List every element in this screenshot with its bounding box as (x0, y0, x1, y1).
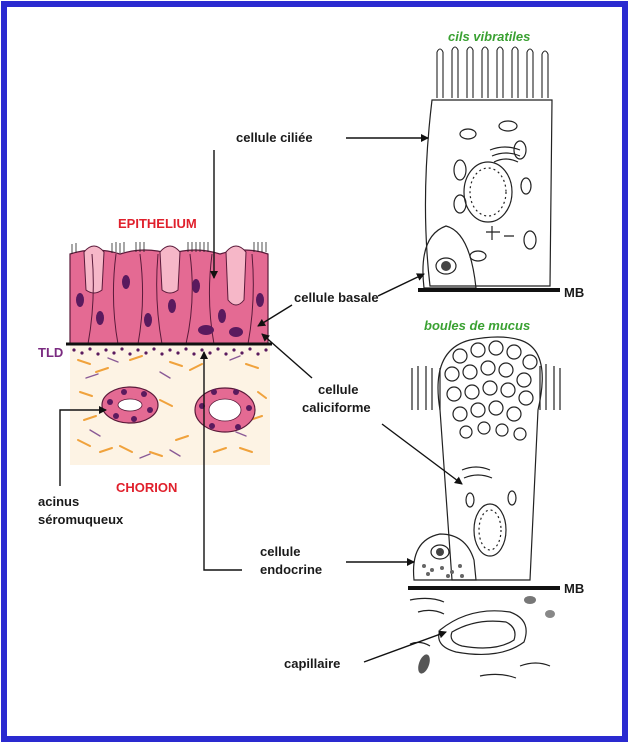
acinus-left (102, 387, 158, 423)
label-cellule-caliciforme-line2: caliciforme (302, 400, 371, 416)
label-acinus-line2: séromuqueux (38, 512, 123, 528)
label-cellule-ciliee: cellule ciliée (236, 130, 313, 146)
label-boules-de-mucus: boules de mucus (424, 318, 530, 334)
epithelium-block (66, 242, 272, 465)
label-capillaire: capillaire (284, 656, 340, 672)
label-cellule-endocrine-line1: cellule (260, 544, 300, 560)
ciliated-cell-detail (423, 47, 552, 288)
label-mb-bottom: MB (564, 581, 584, 597)
label-cils-vibratiles: cils vibratiles (448, 29, 530, 45)
label-mb-top: MB (564, 285, 584, 301)
label-cellule-endocrine-line2: endocrine (260, 562, 322, 578)
label-epithelium: EPITHELIUM (118, 216, 197, 232)
goblet-cell-detail (412, 337, 560, 580)
label-tld: TLD (38, 345, 63, 361)
label-cellule-basale: cellule basale (294, 290, 379, 306)
label-chorion: CHORION (116, 480, 177, 496)
label-cellule-caliciforme-line1: cellule (318, 382, 358, 398)
label-acinus-line1: acinus (38, 494, 79, 510)
